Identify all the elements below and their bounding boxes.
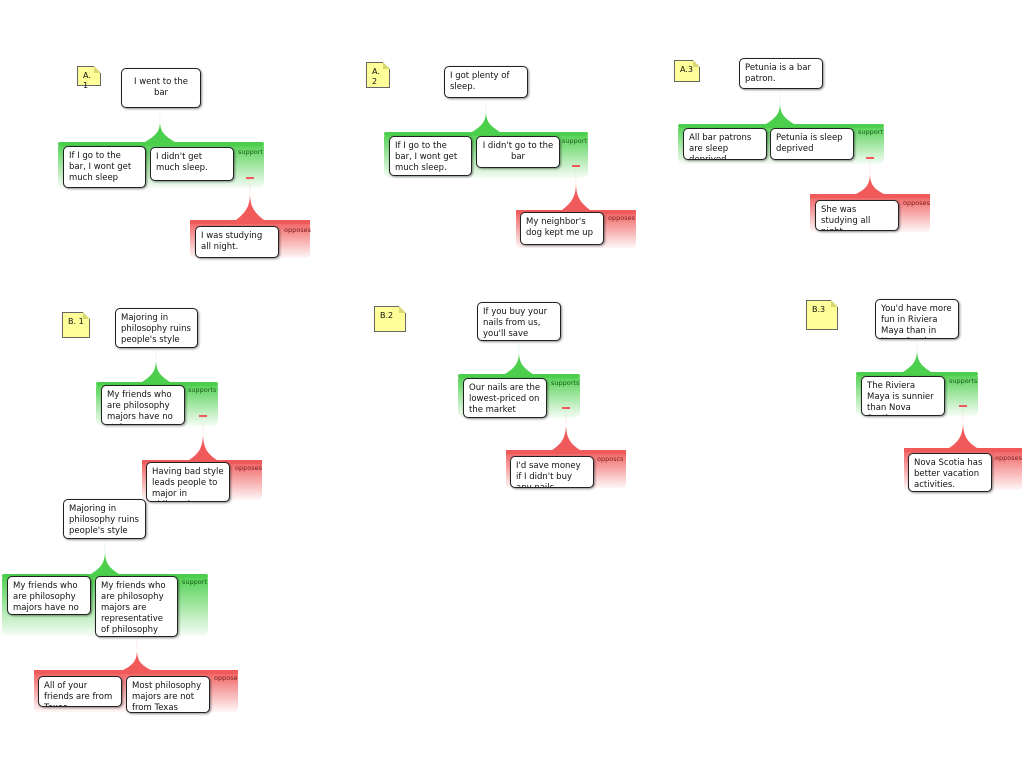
tag-b1-oppose: opposes — [235, 464, 262, 472]
claim-b1b-main[interactable]: Majoring in philosophy ruins people's st… — [63, 499, 146, 539]
reason-a3-1[interactable]: All bar patrons are sleep deprived — [683, 128, 767, 160]
label-b3[interactable]: B.3 — [806, 300, 838, 330]
objection-b3[interactable]: Nova Scotia has better vacation activiti… — [908, 453, 992, 492]
claim-a2-main[interactable]: I got plenty of sleep. — [444, 66, 528, 98]
objection-b1b-1[interactable]: All of your friends are from Texas — [38, 676, 122, 707]
claim-b3-main[interactable]: You'd have more fun in Riviera Maya than… — [875, 299, 959, 339]
tag-a2-oppose: opposes — [608, 214, 635, 222]
tag-a3-support: support — [858, 128, 883, 136]
objection-a3[interactable]: She was studying all night. — [815, 200, 899, 231]
reason-b3[interactable]: The Riviera Maya is sunnier than Nova Sc… — [861, 376, 945, 416]
tag-b2-support: supports — [551, 379, 580, 387]
tag-a1-oppose: opposes — [284, 226, 311, 234]
claim-b2-main[interactable]: If you buy your nails from us, you'll sa… — [477, 302, 561, 341]
label-b1[interactable]: B. 1 — [62, 312, 90, 338]
tag-b2-oppose: opposcs — [597, 455, 624, 463]
tag-b1-support: supports — [188, 386, 217, 394]
objection-b1b-2[interactable]: Most philosophy majors are not from Texa… — [126, 676, 210, 713]
tag-b3-oppose: opposes — [995, 454, 1022, 462]
reason-b2[interactable]: Our nails are the lowest-priced on the m… — [463, 378, 547, 418]
reason-b1b-2[interactable]: My friends who are philosophy majors are… — [95, 576, 178, 637]
reason-a1-2[interactable]: I didn't get much sleep. — [150, 147, 234, 181]
label-b2[interactable]: B.2 — [374, 306, 406, 332]
reason-a2-2[interactable]: I didn't go to the bar — [476, 136, 560, 168]
reason-b1[interactable]: My friends who are philosophy majors hav… — [101, 385, 185, 425]
tag-b1b-support: support — [182, 578, 207, 586]
tag-a2-support: support — [562, 137, 587, 145]
label-a3[interactable]: A.3 — [674, 60, 700, 82]
tag-a3-oppose: opposes — [903, 199, 930, 207]
tag-b3-support: supports — [949, 377, 978, 385]
claim-a1-main[interactable]: I went to the bar — [121, 68, 201, 108]
tag-b1b-oppose: oppose — [214, 674, 238, 682]
tag-a1-support: support — [238, 148, 263, 156]
claim-b1-main[interactable]: Majoring in philosophy ruins people's st… — [115, 308, 198, 348]
reason-a1-1[interactable]: If I go to the bar, I wont get much slee… — [63, 146, 146, 188]
label-a1[interactable]: A. 1 — [77, 66, 101, 90]
objection-b1[interactable]: Having bad style leads people to major i… — [146, 462, 230, 502]
label-a2[interactable]: A. 2 — [366, 62, 390, 88]
objection-a2[interactable]: My neighbor's dog kept me up — [520, 212, 604, 245]
objection-b2[interactable]: I'd save money if I didn't buy any nails — [510, 456, 594, 488]
reason-b1b-1[interactable]: My friends who are philosophy majors hav… — [7, 576, 91, 615]
reason-a3-2[interactable]: Petunia is sleep deprived — [770, 128, 854, 160]
objection-a1[interactable]: I was studying all night. — [195, 226, 279, 258]
claim-a3-main[interactable]: Petunia is a bar patron. — [739, 58, 823, 89]
reason-a2-1[interactable]: If I go to the bar, I wont get much slee… — [389, 136, 472, 176]
